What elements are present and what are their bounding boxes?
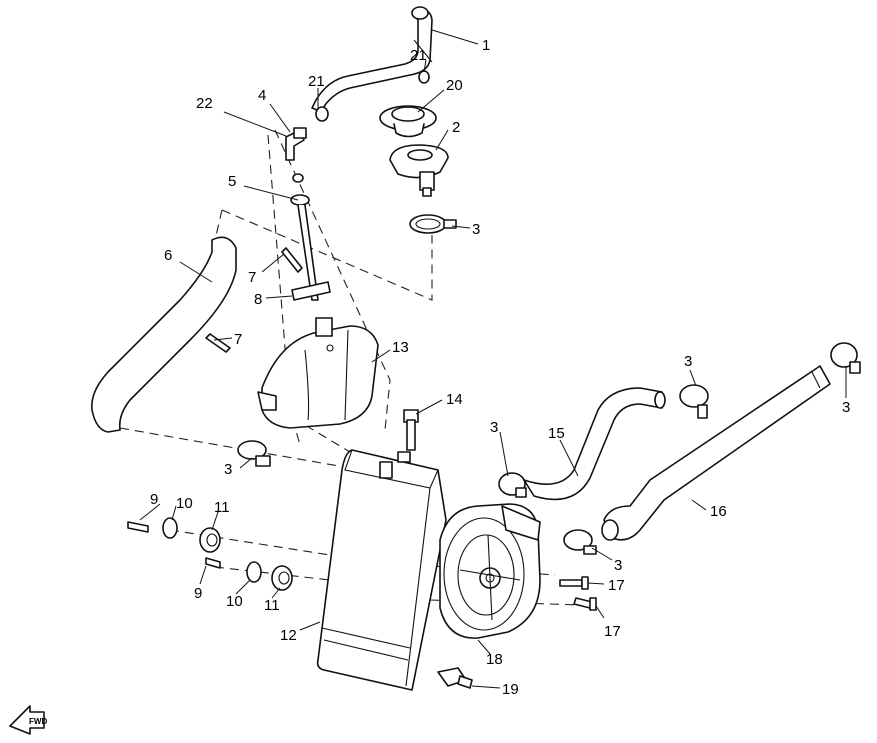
part-9-10-11-mounting-hardware [127,517,293,591]
callout-17: 17 [604,623,621,640]
callout-21: 21 [410,47,427,64]
callout-4: 4 [258,87,266,104]
callout-numbers: 1 2 3 3 3 3 3 3 4 5 6 7 7 8 9 9 10 10 11… [150,37,850,698]
callout-8: 8 [254,291,262,308]
callout-13: 13 [392,339,409,356]
callout-3: 3 [224,461,232,478]
callout-19: 19 [502,681,519,698]
callout-11: 11 [214,499,230,516]
callout-14: 14 [446,391,463,408]
callout-1: 1 [482,37,490,54]
part-8-strap [291,281,331,301]
part-2-filler-neck [389,144,449,197]
part-12-radiator [316,449,447,691]
part-16-radiator-hose [601,365,831,541]
part-4-fitting [285,127,307,161]
callout-11: 11 [264,597,280,614]
part-3-hose-clamps [237,214,861,555]
callout-16: 16 [710,503,727,520]
callout-21: 21 [308,73,325,90]
part-19-temperature-switch [437,667,473,689]
callout-9: 9 [150,491,158,508]
callout-18: 18 [486,651,503,668]
fwd-label: FWD [29,717,47,726]
callout-10: 10 [226,593,243,610]
part-14-bleeder [403,409,419,451]
forward-direction-arrow: FWD [9,705,47,735]
callout-5: 5 [228,173,236,190]
part-7-bolts [205,247,303,353]
part-18-fan-assembly [439,503,541,639]
part-21-hose-clips [315,70,430,122]
callout-leader-lines [139,29,847,689]
callout-6: 6 [164,247,172,264]
callout-3: 3 [614,557,622,574]
part-6-lower-hose [91,236,237,433]
callout-20: 20 [446,77,463,94]
callout-3: 3 [490,419,498,436]
callout-7: 7 [248,269,256,286]
callout-17: 17 [608,577,625,594]
callout-12: 12 [280,627,297,644]
callout-3: 3 [842,399,850,416]
callout-22: 22 [196,95,213,112]
callout-3: 3 [472,221,480,238]
callout-2: 2 [452,119,460,136]
callout-7: 7 [234,331,242,348]
part-1-overflow-hose [311,6,433,113]
callout-3: 3 [684,353,692,370]
part-5-reservoir-cap [290,173,319,301]
part-17-bolts [559,576,597,611]
part-13-coolant-reservoir [257,317,379,429]
part-20-radiator-cap [379,105,437,138]
callout-9: 9 [194,585,202,602]
callout-15: 15 [548,425,565,442]
part-15-upper-hose [523,387,666,501]
callout-10: 10 [176,495,193,512]
